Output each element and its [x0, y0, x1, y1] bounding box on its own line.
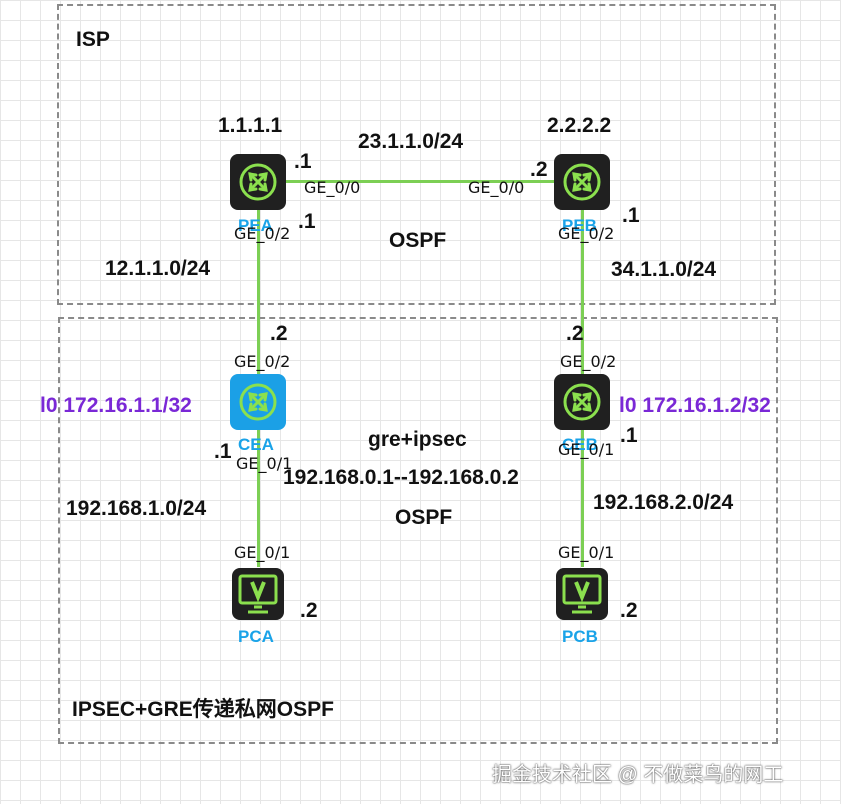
port-label: GE_0/2: [558, 224, 615, 243]
router-icon: [239, 383, 277, 421]
port-label: GE_0/0: [468, 178, 525, 197]
subnet-label: 192.168.2.0/24: [593, 491, 734, 514]
link-pea-cea: [257, 209, 260, 375]
device-name-pea: PEA: [238, 216, 273, 235]
host-label: .1: [622, 204, 640, 227]
host-label: .2: [620, 599, 638, 622]
router-ceb[interactable]: [554, 374, 610, 430]
host-label: .1: [620, 424, 638, 447]
port-label: GE_0/1: [234, 543, 291, 562]
host-label: .2: [270, 322, 288, 345]
port-label: GE_0/2: [234, 224, 291, 243]
router-id-peb: 2.2.2.2: [547, 114, 612, 137]
port-label: GE_0/1: [236, 454, 293, 473]
subnet-label: 12.1.1.0/24: [105, 257, 211, 280]
router-peb[interactable]: [554, 154, 610, 210]
device-name-cea: CEA: [238, 435, 274, 454]
router-icon: [563, 163, 601, 201]
router-cea[interactable]: [230, 374, 286, 430]
subnet-label: 34.1.1.0/24: [611, 258, 717, 281]
router-id-pea: 1.1.1.1: [218, 114, 283, 137]
link-ceb-pcb: [581, 430, 584, 567]
host-label: .2: [530, 158, 548, 181]
isp-zone-label: ISP: [76, 28, 110, 51]
pc-pca[interactable]: [230, 566, 286, 622]
watermark: 掘金技术社区 @ 不做菜鸟的网工: [492, 764, 784, 786]
host-label: .2: [566, 322, 584, 345]
device-name-ceb: CEB: [562, 435, 598, 454]
router-pea[interactable]: [230, 154, 286, 210]
device-name-pca: PCA: [238, 627, 274, 646]
pc-pcb[interactable]: [554, 566, 610, 622]
loopback-cea: l0 172.16.1.1/32: [40, 394, 192, 417]
private-zone: [58, 317, 778, 744]
host-label: .1: [294, 150, 312, 173]
host-label: .1: [214, 440, 232, 463]
router-icon: [239, 163, 277, 201]
host-label: .1: [298, 210, 316, 233]
isp-ospf-label: OSPF: [389, 229, 447, 252]
isp-zone: [57, 4, 776, 305]
private-zone-label: IPSEC+GRE传递私网OSPF: [72, 698, 334, 721]
port-label: GE_0/2: [234, 352, 291, 371]
tunnel-label: gre+ipsec: [368, 428, 467, 451]
pc-icon: [232, 568, 284, 620]
port-label: GE_0/1: [558, 543, 615, 562]
device-name-peb: PEB: [562, 216, 597, 235]
link-cea-pca: [257, 430, 260, 567]
device-name-pcb: PCB: [562, 627, 598, 646]
subnet-label: 192.168.1.0/24: [66, 497, 207, 520]
port-label: GE_0/0: [304, 178, 361, 197]
subnet-label: 23.1.1.0/24: [358, 130, 464, 153]
host-label: .2: [300, 599, 318, 622]
loopback-ceb: l0 172.16.1.2/32: [619, 394, 771, 417]
pc-icon: [556, 568, 608, 620]
link-pea-peb: [286, 180, 556, 183]
port-label: GE_0/2: [560, 352, 617, 371]
tunnel-addresses-label: 192.168.0.1--192.168.0.2: [283, 466, 519, 489]
port-label: GE_0/1: [558, 440, 615, 459]
router-icon: [563, 383, 601, 421]
link-peb-ceb: [581, 209, 584, 375]
private-ospf-label: OSPF: [395, 506, 453, 529]
